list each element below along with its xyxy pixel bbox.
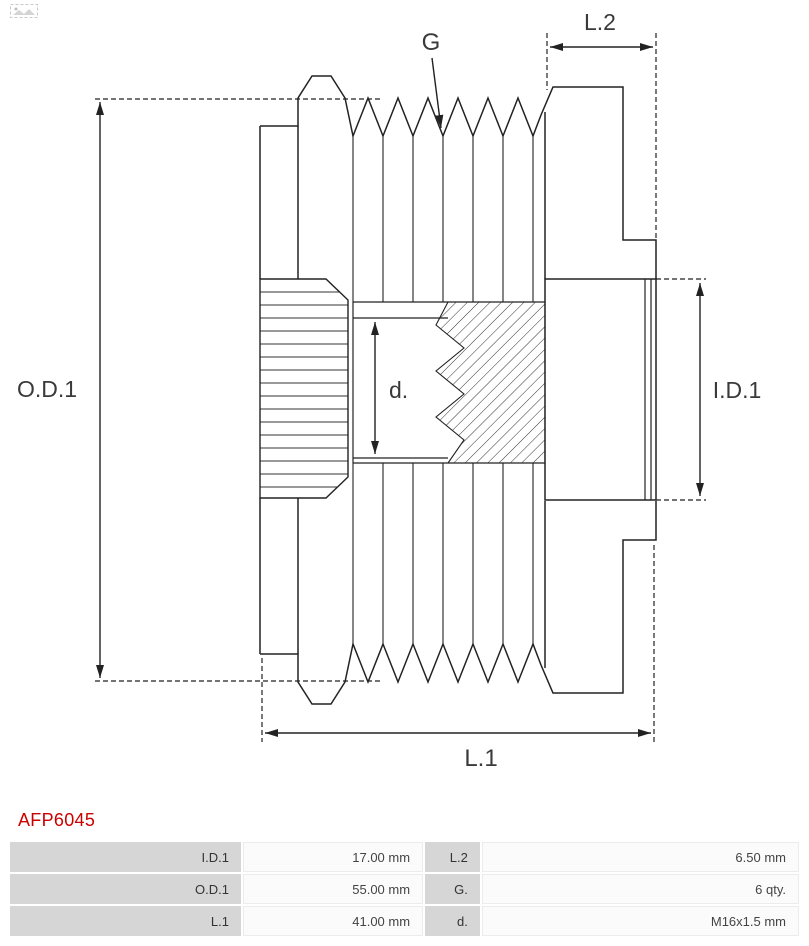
spec-label-l2: L.2 (425, 842, 480, 872)
dimension-id1: I.D.1 (656, 278, 762, 501)
spec-label-d: d. (425, 906, 480, 936)
spec-value-l2: 6.50 mm (481, 842, 799, 872)
table-row: O.D.1 55.00 mm G. 6 qty. (10, 874, 799, 904)
bearing-block (544, 278, 657, 501)
spec-label-l1: L.1 (10, 906, 241, 936)
dimension-l1: L.1 (261, 545, 655, 772)
dimension-od1: O.D.1 (17, 98, 382, 682)
l2-label: L.2 (584, 9, 616, 35)
spec-label-id1: I.D.1 (10, 842, 241, 872)
spec-label-g: G. (425, 874, 480, 904)
groove-section-lines (352, 136, 534, 644)
knurl-hatch (259, 278, 349, 499)
table-row: I.D.1 17.00 mm L.2 6.50 mm (10, 842, 799, 872)
g-label: G (422, 29, 441, 56)
id1-label: I.D.1 (713, 377, 762, 403)
table-row: L.1 41.00 mm d. M16x1.5 mm (10, 906, 799, 936)
spec-value-g: 6 qty. (481, 874, 799, 904)
broken-image-icon (10, 4, 38, 18)
spec-value-d: M16x1.5 mm (481, 906, 799, 936)
technical-drawing: O.D.1 G L.2 I.D.1 d. (17, 9, 762, 772)
spec-value-id1: 17.00 mm (242, 842, 424, 872)
spec-label-od1: O.D.1 (10, 874, 241, 904)
dimension-l2: L.2 (546, 9, 657, 238)
leader-g: G (422, 29, 444, 129)
spec-value-od1: 55.00 mm (242, 874, 424, 904)
d-label: d. (389, 377, 408, 403)
thread-hatch (435, 301, 546, 464)
dimension-d: d. (371, 322, 408, 454)
product-code: AFP6045 (18, 810, 96, 830)
specs-table: I.D.1 17.00 mm L.2 6.50 mm O.D.1 55.00 m… (8, 840, 801, 938)
spec-value-l1: 41.00 mm (242, 906, 424, 936)
l1-label: L.1 (464, 745, 497, 772)
od1-label: O.D.1 (17, 376, 77, 402)
